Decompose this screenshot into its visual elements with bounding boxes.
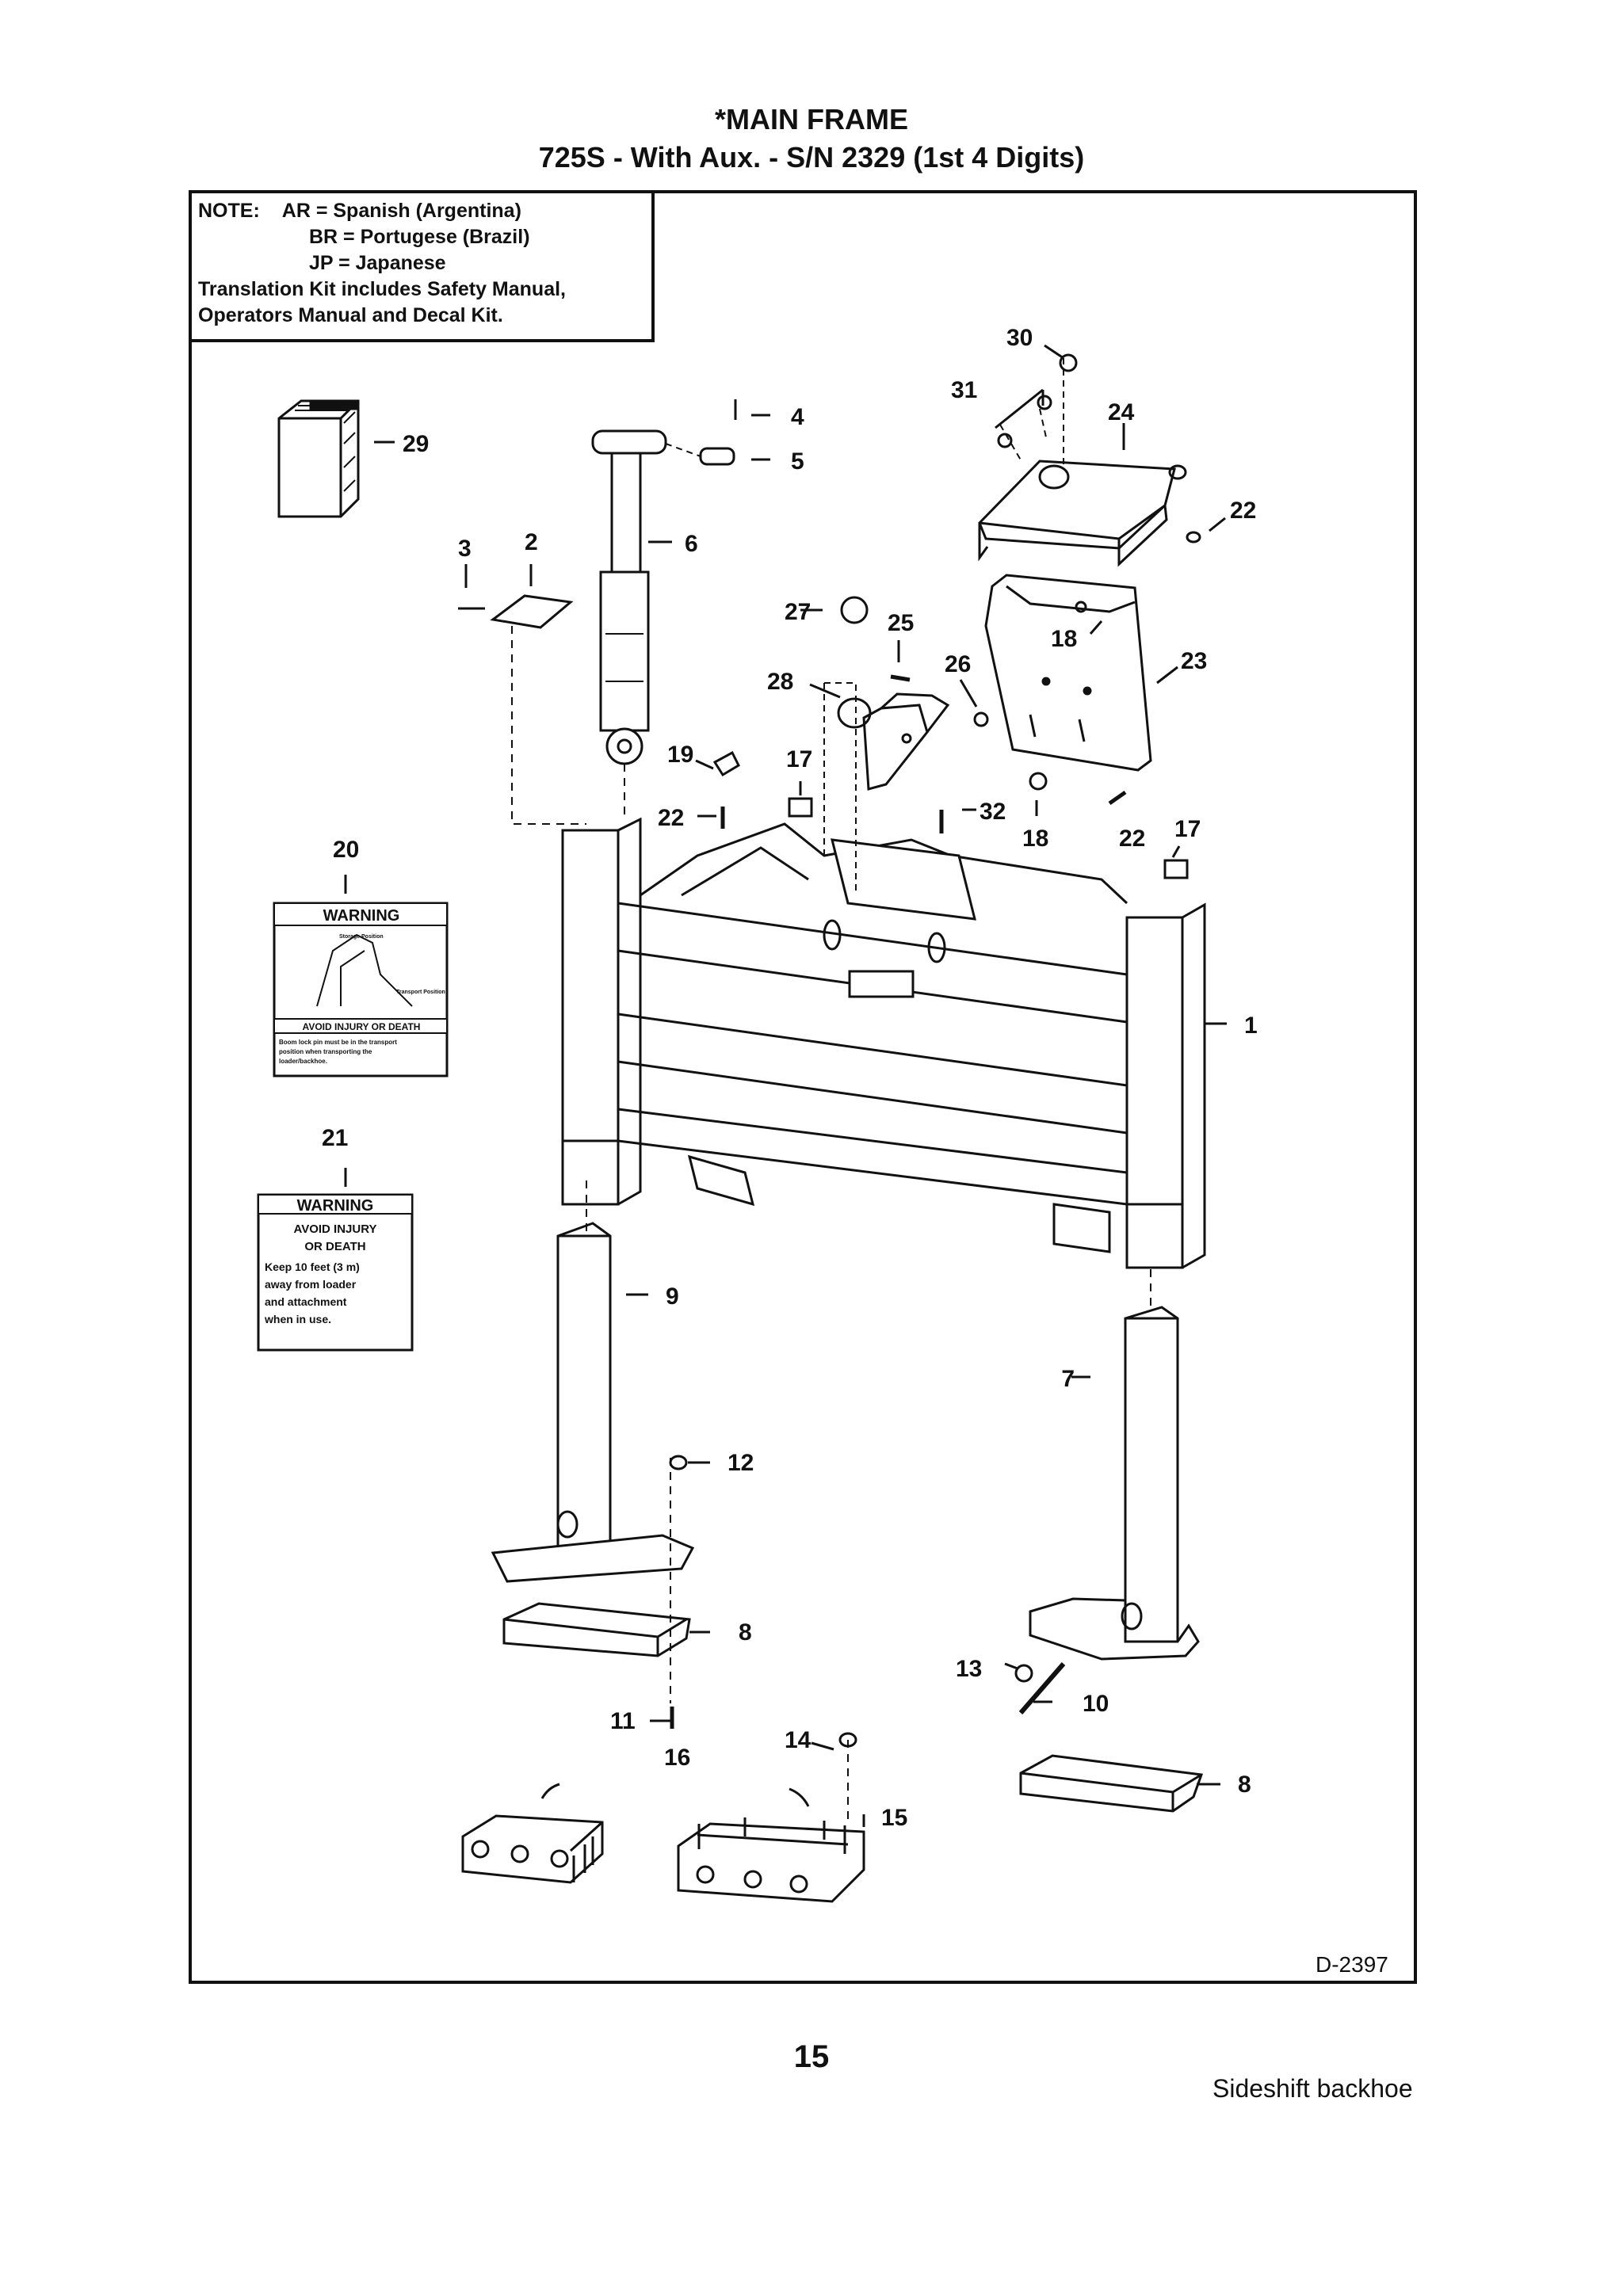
bolt-25-part <box>890 674 911 682</box>
note-line-jp: JP = Japanese <box>309 252 446 274</box>
callout-8-right: 8 <box>1238 1772 1251 1798</box>
note-label: NOTE: <box>198 200 260 222</box>
cylinder-part <box>591 429 667 765</box>
decal-21-header: WARNING <box>297 1197 374 1215</box>
translation-note: NOTE: AR = Spanish (Argentina) BR = Portu… <box>189 190 655 342</box>
callout-3: 3 <box>458 536 472 562</box>
main-frame-part <box>561 817 1206 1269</box>
decal-21-line-5: and attachment <box>265 1295 347 1308</box>
callout-26: 26 <box>945 651 971 677</box>
hitch-ball-part <box>840 596 869 624</box>
decal-20-line-1: Boom lock pin must be in the transport <box>279 1039 397 1046</box>
cover-plate-part <box>490 594 574 629</box>
decal-21-line-4: away from loader <box>265 1278 357 1291</box>
callout-27: 27 <box>785 599 811 625</box>
note-kit-line-2: Operators Manual and Decal Kit. <box>198 304 503 326</box>
callout-22-left: 22 <box>658 805 684 831</box>
decal-21-line-6: when in use. <box>264 1313 331 1325</box>
callout-1: 1 <box>1244 1013 1258 1039</box>
callout-31: 31 <box>951 377 977 403</box>
callout-22-right: 22 <box>1119 826 1145 852</box>
footer-label: Sideshift backhoe <box>1212 2074 1413 2103</box>
rubber-block-part <box>461 1783 604 1884</box>
callout-8-left: 8 <box>739 1619 752 1646</box>
nut-13-part <box>1014 1664 1033 1683</box>
callout-17-right: 17 <box>1174 816 1201 842</box>
callout-10: 10 <box>1083 1691 1109 1717</box>
note-kit-line-1: Translation Kit includes Safety Manual, <box>198 278 566 300</box>
callout-6: 6 <box>685 531 698 557</box>
note-line-ar: AR = Spanish (Argentina) <box>281 200 521 222</box>
left-stand-part <box>491 1180 695 1583</box>
callout-25: 25 <box>888 610 914 636</box>
nut-18-part <box>1075 601 1087 613</box>
callout-4: 4 <box>791 404 804 430</box>
callout-16: 16 <box>664 1745 690 1771</box>
rubber-block-assembly-part <box>677 1787 865 1903</box>
callout-12: 12 <box>727 1450 754 1476</box>
callout-30: 30 <box>1006 325 1033 351</box>
manual-kit-part <box>277 399 360 518</box>
nut-14-part <box>838 1732 857 1748</box>
callout-15: 15 <box>881 1805 907 1831</box>
sideshift-plate-part <box>984 574 1152 772</box>
decal-20-part: WARNING AVOID INJURY OR DEATH Boom lock … <box>273 902 449 1077</box>
washer-31b-part <box>1037 395 1052 410</box>
clip-19-part <box>712 750 740 777</box>
callout-2: 2 <box>525 529 538 555</box>
diagram-frame <box>189 190 1417 1984</box>
decal-20-line-2: position when transporting the <box>279 1048 372 1055</box>
decal-20-transport-label: Transport Position <box>396 990 445 995</box>
callout-11: 11 <box>610 1708 636 1734</box>
washer-part <box>669 1455 688 1470</box>
callout-19: 19 <box>667 742 693 768</box>
left-pad-part <box>502 1602 691 1657</box>
page-number: 15 <box>793 2039 830 2074</box>
bolt-30-part <box>1059 353 1078 372</box>
note-line-br: BR = Portugese (Brazil) <box>309 226 530 248</box>
callout-18-bottom: 18 <box>1022 826 1048 852</box>
pad-17-part <box>788 797 813 818</box>
callout-9: 9 <box>666 1283 679 1310</box>
callout-24: 24 <box>1108 399 1135 425</box>
bolt-22-part <box>1186 531 1201 543</box>
decal-20-line-3: loader/backhoe. <box>279 1058 327 1065</box>
callout-20: 20 <box>333 837 359 863</box>
callout-13: 13 <box>956 1656 982 1682</box>
decal-21-line-1: AVOID INJURY <box>293 1222 376 1236</box>
callout-7: 7 <box>1061 1366 1075 1392</box>
decal-20-header: WARNING <box>323 907 400 925</box>
decal-21-part: WARNING AVOID INJURY OR DEATH Keep 10 fe… <box>257 1193 414 1352</box>
page-subtitle: 725S - With Aux. - S/N 2329 (1st 4 Digit… <box>538 141 1085 174</box>
callout-22-top: 22 <box>1230 498 1256 524</box>
callout-5: 5 <box>791 448 804 475</box>
bolt-10-part <box>1018 1662 1066 1714</box>
drawing-number: D-2397 <box>1316 1952 1388 1977</box>
callout-21: 21 <box>322 1125 348 1151</box>
right-pad-part <box>1019 1754 1204 1813</box>
right-stand-part <box>1029 1269 1200 1661</box>
callout-18-top: 18 <box>1051 626 1077 652</box>
nut-18b-part <box>1029 772 1048 791</box>
mounting-bracket-part <box>978 460 1187 567</box>
hitch-ball-assembly-part <box>837 697 872 729</box>
decal-20-footer: AVOID INJURY OR DEATH <box>303 1021 421 1032</box>
callout-28: 28 <box>767 669 793 695</box>
callout-14: 14 <box>785 1727 812 1753</box>
washer-31-part <box>997 433 1013 448</box>
hitch-bracket-part <box>862 692 950 791</box>
nut-26-part <box>973 711 989 727</box>
callout-32: 32 <box>980 799 1006 825</box>
pad-17b-part <box>1163 859 1189 879</box>
callout-17-left: 17 <box>786 746 812 772</box>
decal-21-line-3: Keep 10 feet (3 m) <box>265 1261 360 1273</box>
pin-part <box>699 447 735 466</box>
callout-23: 23 <box>1181 648 1207 674</box>
decal-21-line-2: OR DEATH <box>304 1240 365 1253</box>
page-title: *MAIN FRAME <box>715 103 908 135</box>
callout-29: 29 <box>403 431 429 457</box>
bolt-22b-part <box>1108 790 1127 806</box>
